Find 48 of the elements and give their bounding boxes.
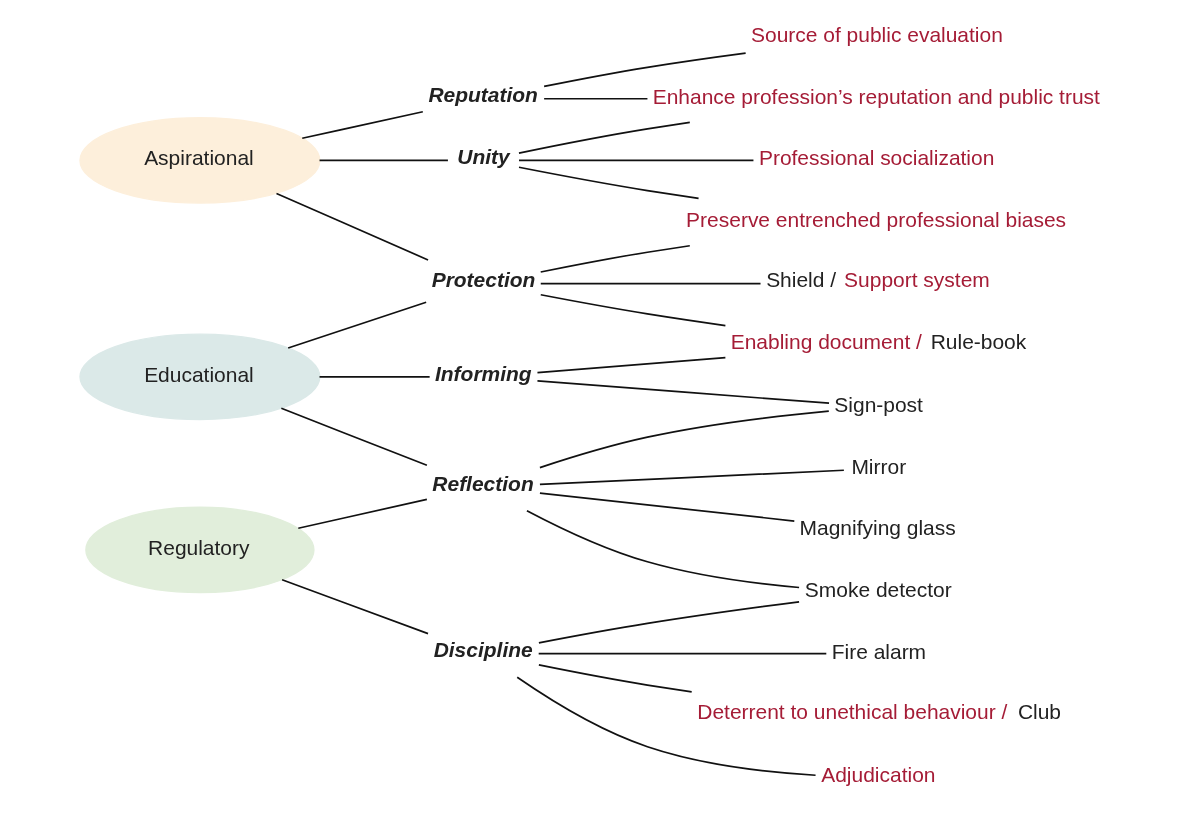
connector [539,410,830,469]
connector [538,664,693,693]
connector [536,380,830,405]
connector [275,192,429,261]
connector [281,578,429,635]
connector [287,301,427,349]
node-text: Discipline [433,638,533,662]
connector [297,498,428,530]
node-text: Unity [457,145,510,169]
node-text: Mirror [851,454,907,478]
node-text: Shield / Support system [766,268,990,292]
connector [518,166,700,200]
connector [318,375,431,378]
node-ellipse: Aspirational [79,117,321,204]
connector [539,293,727,327]
connector [537,652,828,655]
node-text: Deterrent to unethical behaviour / Club [697,699,1062,723]
node-ellipse: Regulatory [85,506,315,594]
connector [539,469,845,486]
connector [539,282,762,285]
node-text: Magnifying glass [799,516,956,540]
node-text: Source of public evaluation [751,23,1003,47]
connector [516,676,817,777]
connector [301,110,424,140]
node-ellipse: Educational [79,333,321,421]
node-text: Sign-post [834,392,923,416]
connector [280,407,428,467]
connector [538,600,800,644]
node-text: Adjudication [821,762,936,786]
node-text: Preserve entrenched professional biases [686,208,1067,232]
node-text: Professional socialization [758,146,995,170]
node-text: Protection [431,268,536,292]
connector [539,244,691,273]
node-text: Fire alarm [831,639,927,663]
connector [518,159,755,162]
connector [543,52,747,88]
node-text: Smoke detector [804,577,952,601]
connector [526,509,800,589]
connector [536,356,727,374]
connector [318,159,449,162]
connector [539,492,796,522]
node-text: Reflection [432,471,534,495]
node-text: Informing [434,361,532,385]
node-text: Enhance profession’s reputation and public trust [652,84,1100,108]
connector [543,97,649,100]
node-text: Reputation [428,83,538,107]
connector [518,121,691,155]
node-text: Enabling document / Rule-book [730,330,1027,354]
